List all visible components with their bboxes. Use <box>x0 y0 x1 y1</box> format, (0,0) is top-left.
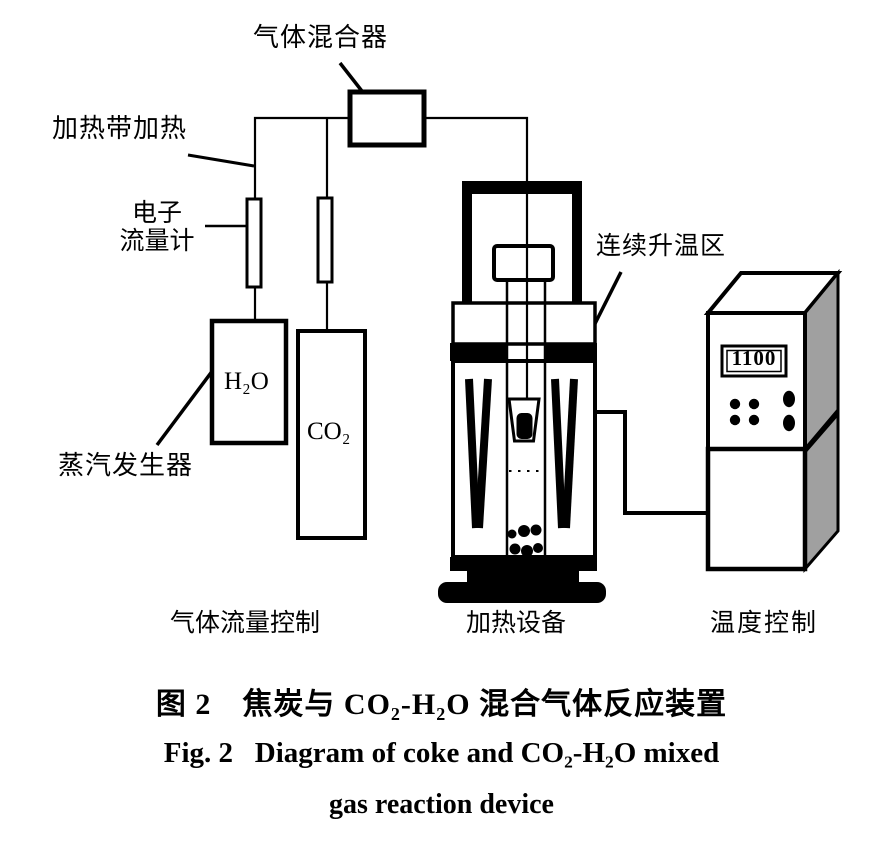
pipe-h2o-line <box>253 116 350 199</box>
heating-element-left <box>465 378 492 529</box>
heating-zone-label: 连续升温区 <box>596 233 727 260</box>
cabinet-front-lower <box>705 446 808 572</box>
figure-caption-zh: 图 2 焦炭与 CO₂-H₂O 混合气体反应装置 <box>155 688 728 721</box>
heating-element-right <box>551 378 578 529</box>
furnace-pedestal <box>467 571 579 582</box>
controller-buttons <box>729 390 795 432</box>
gas-mixer-label: 气体混合器 <box>253 23 389 52</box>
furnace-frame-right-wall <box>572 181 582 305</box>
furnace-frame-top-bar <box>462 181 582 194</box>
controller-button <box>729 398 741 410</box>
temperature-control-label: 温度控制 <box>710 610 819 637</box>
controller-button <box>729 414 741 426</box>
controller-button <box>748 414 760 426</box>
flowmeter-co2 <box>316 196 334 284</box>
probe-holder-box <box>492 244 555 282</box>
controller-knob-down <box>783 414 795 432</box>
heating-equipment-label: 加热设备 <box>466 610 567 637</box>
electronic-flowmeter-label: 电子 流量计 <box>113 200 201 256</box>
crucible-sample <box>516 413 533 439</box>
flowmeter-h2o <box>245 197 263 289</box>
gas-piping <box>253 116 350 331</box>
furnace-band-left <box>450 343 507 361</box>
furnace-band-right <box>545 343 597 361</box>
h2o-tank-label: H₂O <box>224 368 269 395</box>
temperature-controller <box>703 268 843 574</box>
furnace-shoulder <box>451 301 597 346</box>
controller-display-value: 1100 <box>731 346 777 370</box>
controller-display-inner <box>726 349 782 373</box>
furnace <box>423 116 606 603</box>
furnace-frame-left-wall <box>462 181 472 305</box>
electronic-flowmeter-label-line1: 电子 <box>131 200 182 227</box>
pipe-mixer-to-furnace <box>423 116 529 400</box>
furnace-base <box>438 582 606 603</box>
heating-tape-label: 加热带加热 <box>52 114 188 143</box>
gas-mixer-box <box>347 89 427 148</box>
controller-button <box>748 398 760 410</box>
furnace-bottom-band <box>450 557 597 571</box>
heating-tape-leader <box>187 153 255 168</box>
h2o-tank-box <box>209 318 289 446</box>
thermocouple-wire <box>595 410 708 515</box>
figure-caption-en-line2: gas reaction device <box>329 789 554 820</box>
steam-generator-label: 蒸汽发生器 <box>58 451 194 480</box>
controller-knob-up <box>783 390 795 408</box>
electronic-flowmeter-label-line2: 流量计 <box>119 228 195 255</box>
gas-flow-control-label: 气体流量控制 <box>170 610 321 637</box>
co2-tank-box <box>296 329 367 540</box>
co2-tank-label: CO₂ <box>307 418 351 445</box>
figure-caption-en-line1: Fig. 2 Diagram of coke and CO₂-H₂O mixed <box>163 737 720 769</box>
